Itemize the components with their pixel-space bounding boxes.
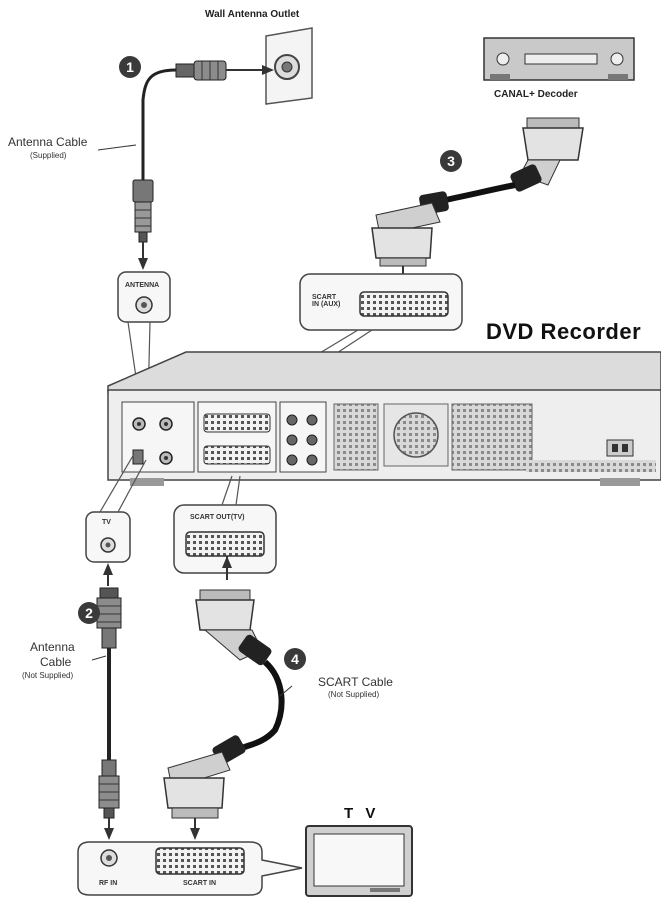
wall-antenna-outlet-label: Wall Antenna Outlet (205, 9, 300, 20)
scart-cable-3 (371, 117, 584, 296)
dvd-recorder-label: DVD Recorder (486, 319, 642, 344)
antenna-cable-1 (97, 60, 274, 270)
antenna-cable-2-label-line1: Antenna (30, 640, 75, 654)
antenna-cable-2 (91, 587, 122, 840)
step-4-badge: 4 (284, 648, 306, 670)
not-supplied-label-1: (Not Supplied) (22, 671, 74, 680)
scart-cable-label: SCART Cable (318, 675, 393, 689)
scart-in-aux-label: SCART IN (AUX) (312, 294, 341, 309)
antenna-port-label: ANTENNA (125, 282, 160, 289)
scart-out-tv-callout (173, 475, 277, 580)
tv-input-panel-callout (77, 841, 303, 896)
tv-port-label: TV (102, 519, 111, 526)
tv-title-label: T V (344, 805, 380, 822)
tv-set (305, 825, 413, 897)
step-2-badge: 2 (78, 602, 100, 624)
scart-in-aux-callout (244, 273, 463, 403)
step-3-badge: 3 (440, 150, 462, 172)
scart-cable-4 (163, 589, 293, 840)
tv-port-callout (85, 453, 147, 586)
antenna-cable-2-label-line2: Cable (40, 655, 72, 669)
step-1-badge: 1 (119, 56, 141, 78)
scart-in-label: SCART IN (183, 880, 217, 887)
canal-decoder-label: CANAL+ Decoder (494, 89, 578, 100)
antenna-cable-1-label: Antenna Cable (8, 135, 88, 149)
scart-out-tv-label: SCART OUT(TV) (190, 514, 245, 521)
not-supplied-label-2: (Not Supplied) (328, 690, 380, 699)
canal-decoder-box (483, 37, 635, 81)
wall-antenna-outlet (265, 27, 313, 105)
supplied-label: (Supplied) (30, 151, 67, 160)
rf-in-label: RF IN (99, 880, 118, 887)
dvd-recorder-unit (107, 351, 661, 486)
